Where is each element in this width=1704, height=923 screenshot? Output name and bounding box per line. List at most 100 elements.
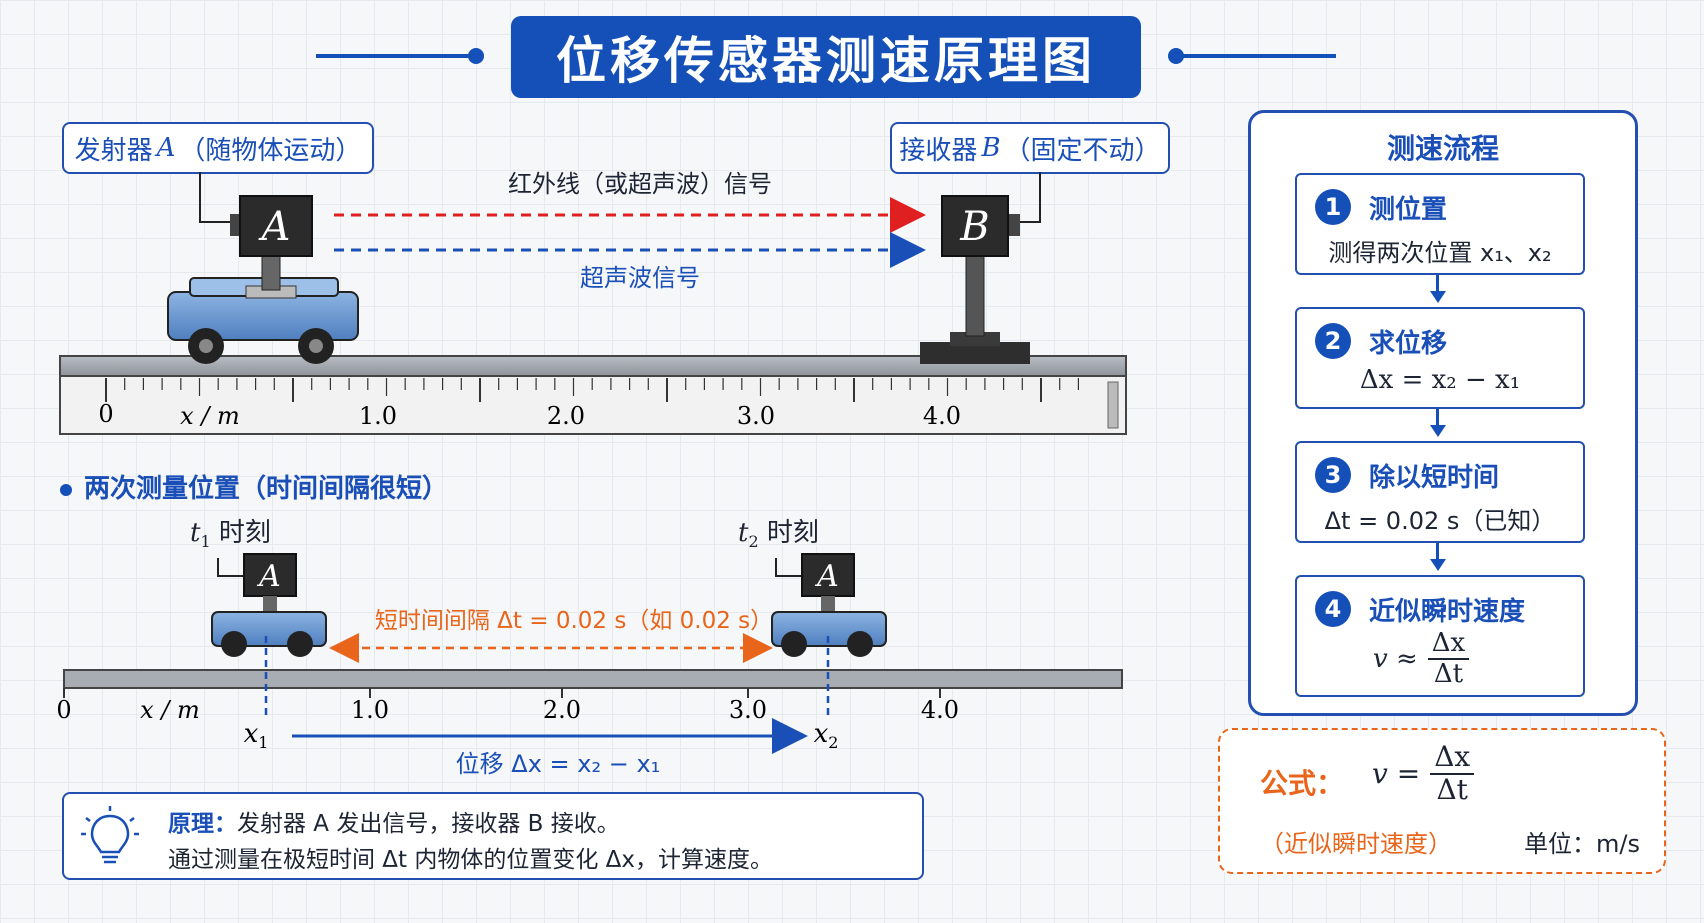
- step-number: 1: [1315, 189, 1351, 225]
- flow-arrow-icon: [1436, 543, 1439, 561]
- title-deco-dot-left: [468, 48, 484, 64]
- principle-line1: 原理：发射器 A 发出信号，接收器 B 接收。: [168, 804, 620, 838]
- car-hub-right: [309, 339, 323, 353]
- step-body: 测得两次位置 x₁、x₂: [1328, 239, 1552, 267]
- ruler-tick-label: 3.0: [737, 402, 775, 430]
- meas-tick-label: 4.0: [921, 696, 959, 724]
- formula-lhs: v =: [1372, 757, 1421, 791]
- measurement-heading-text: 两次测量位置（时间间隔很短）: [84, 474, 449, 504]
- ruler-tick-label: 1.0: [359, 402, 397, 430]
- step-body: Δx = x₂ − x₁: [1359, 365, 1521, 395]
- meas-tick-label: 2.0: [543, 696, 581, 724]
- lightbulb-icon: [81, 806, 139, 864]
- process-step-1: 1 测位置 测得两次位置 x₁、x₂: [1295, 173, 1585, 275]
- formula-label: 公式：: [1260, 767, 1345, 800]
- receiver-stand-base: [920, 342, 1030, 364]
- emitter-box-letter: A: [258, 204, 291, 250]
- page-title: 位移传感器测速原理图: [511, 16, 1141, 98]
- step-title: 测位置: [1369, 195, 1448, 225]
- formula-numerator: Δx: [1430, 741, 1475, 775]
- step-number: 3: [1315, 457, 1351, 493]
- emitter-box: [239, 195, 313, 257]
- car1-connector: [217, 558, 244, 577]
- ruler-unit: x / m: [180, 402, 240, 430]
- interval-label: 短时间间隔 Δt = 0.02 s（如 0.02 s）: [375, 608, 773, 634]
- t1-var: t: [190, 518, 201, 548]
- ruler-ticks: [105, 378, 1080, 402]
- step-body: Δt = 0.02 s（已知）: [1324, 507, 1556, 535]
- process-panel: 测速流程 1 测位置 测得两次位置 x₁、x₂ 2 求位移 Δx = x₂ − …: [1248, 110, 1638, 716]
- step-title: 近似瞬时速度: [1369, 597, 1526, 627]
- flow-arrow-icon: [1436, 275, 1439, 293]
- meas-tick-label: 1.0: [351, 696, 389, 724]
- displacement-label: 位移 Δx = x₂ − x₁: [456, 750, 661, 778]
- apparatus-diagram: B A 红外线（或超声波）信号 超声波信号 0 x / m 1.0 2.0 3.…: [59, 170, 1127, 435]
- x2-var: x: [814, 719, 829, 749]
- car2-wheel: [781, 631, 807, 657]
- step-4-lhs: v ≈: [1373, 643, 1418, 674]
- ruler-tick-label: 2.0: [547, 402, 585, 430]
- title-deco-line-left: [316, 54, 476, 58]
- car2-emitter-letter: A: [814, 559, 839, 594]
- meas-axis-zero: 0: [56, 696, 71, 724]
- formula-unit: 单位：m/s: [1524, 830, 1640, 858]
- t1-sub: 1: [200, 532, 211, 552]
- process-step-3: 3 除以短时间 Δt = 0.02 s（已知）: [1295, 441, 1585, 543]
- principle-line1-text: 发射器 A 发出信号，接收器 B 接收。: [237, 811, 620, 837]
- receiver-connector: [1014, 172, 1041, 223]
- receiver-stand-plate: [950, 332, 1000, 346]
- t2-sub: 2: [748, 532, 759, 552]
- car2-wheel: [847, 631, 873, 657]
- process-step-2: 2 求位移 Δx = x₂ − x₁: [1295, 307, 1585, 409]
- step-title: 求位移: [1369, 329, 1448, 359]
- principle-line2: 通过测量在极短时间 Δt 内物体的位置变化 Δx，计算速度。: [168, 847, 774, 873]
- principle-label: 原理：: [168, 811, 237, 837]
- measurement-ticks: [63, 688, 941, 698]
- ruler-tick-label: 4.0: [923, 402, 961, 430]
- emitter-label: 发射器 A （随物体运动）: [62, 122, 374, 174]
- emitter-label-var: A: [156, 133, 176, 163]
- process-title: 测速流程: [1386, 132, 1499, 165]
- emitter-label-suffix: （随物体运动）: [179, 135, 362, 166]
- car1-emitter-box: [243, 553, 297, 597]
- car2-connector: [775, 558, 802, 577]
- flow-arrow-head-icon: [1430, 291, 1446, 303]
- t2-suffix: 时刻: [766, 518, 819, 548]
- receiver-stand-pole: [965, 253, 985, 337]
- x1-label: x1: [244, 719, 269, 752]
- meas-tick-label: 3.0: [729, 696, 767, 724]
- ruler-end: [1107, 381, 1119, 429]
- step-number: 4: [1315, 591, 1351, 627]
- t2-var: t: [738, 518, 749, 548]
- ruler-zero: 0: [98, 400, 113, 428]
- emitter-label-prefix: 发射器: [74, 135, 153, 166]
- receiver-box-letter: B: [959, 204, 989, 250]
- receiver-label-var: B: [981, 133, 1001, 163]
- flow-arrow-head-icon: [1430, 425, 1446, 437]
- step-4-numerator: Δx: [1427, 629, 1470, 660]
- flow-arrow-head-icon: [1430, 559, 1446, 571]
- receiver-label-prefix: 接收器: [899, 135, 978, 166]
- car1-wheel: [287, 631, 313, 657]
- bullet-dot: [60, 483, 72, 496]
- receiver-box: [941, 195, 1009, 257]
- meas-axis-unit: x / m: [140, 696, 200, 724]
- t2-label: t2 时刻: [738, 512, 819, 551]
- ruler: [59, 375, 1127, 435]
- principle-box: 原理：发射器 A 发出信号，接收器 B 接收。 通过测量在极短时间 Δt 内物体…: [62, 792, 924, 880]
- step-4-denominator: Δt: [1433, 658, 1464, 689]
- ultrasonic-signal-label: 超声波信号: [580, 264, 700, 292]
- x2-sub: 2: [828, 733, 838, 752]
- measurement-diagram: A A 短时间间隔 Δt = 0.02 s（如 0.02 s） 0 x / m …: [56, 553, 1123, 778]
- step-number: 2: [1315, 323, 1351, 359]
- car1-wheel: [221, 631, 247, 657]
- t1-suffix: 时刻: [218, 518, 271, 548]
- car2-emitter-box: [801, 553, 855, 597]
- x1-var: x: [244, 719, 259, 749]
- x2-label: x2: [814, 719, 839, 752]
- x1-sub: 1: [258, 733, 268, 752]
- emitter-connector: [199, 172, 236, 223]
